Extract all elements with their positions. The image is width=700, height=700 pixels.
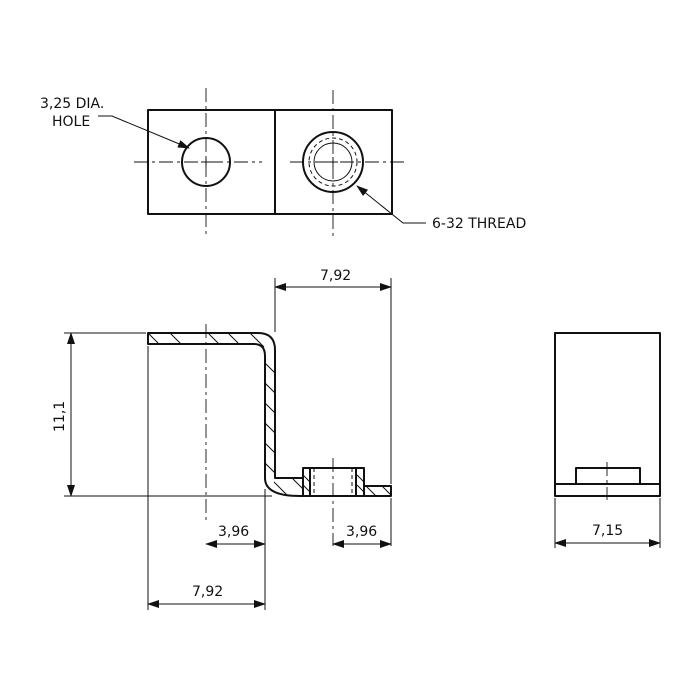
section-view: 7,92 11,1 3,96 3,96 7,92 xyxy=(52,268,392,610)
thread-callout: 6-32 THREAD xyxy=(356,185,526,232)
hole-callout: 3,25 DIA. HOLE xyxy=(40,96,190,149)
dim-end-width: 7,15 xyxy=(592,523,623,539)
dim-bottom-width: 7,92 xyxy=(192,584,223,600)
end-view-outline xyxy=(554,332,661,497)
thread-boss xyxy=(302,467,365,497)
thread-leader xyxy=(356,185,426,224)
bracket-section xyxy=(147,332,392,497)
hole-callout-line1: 3,25 DIA. xyxy=(40,96,104,112)
end-view-boss xyxy=(575,467,641,485)
thread-callout-text: 6-32 THREAD xyxy=(432,216,526,232)
hole-leader xyxy=(98,115,190,149)
dim-offset-left: 3,96 xyxy=(218,524,249,540)
hole-callout-line2: HOLE xyxy=(52,114,90,130)
end-view: 7,15 xyxy=(554,332,661,548)
top-view: 3,25 DIA. HOLE 6-32 THREAD xyxy=(40,88,526,236)
dim-top-width: 7,92 xyxy=(320,268,351,284)
dim-offset-right: 3,96 xyxy=(346,524,377,540)
dim-height: 11,1 xyxy=(52,401,68,432)
